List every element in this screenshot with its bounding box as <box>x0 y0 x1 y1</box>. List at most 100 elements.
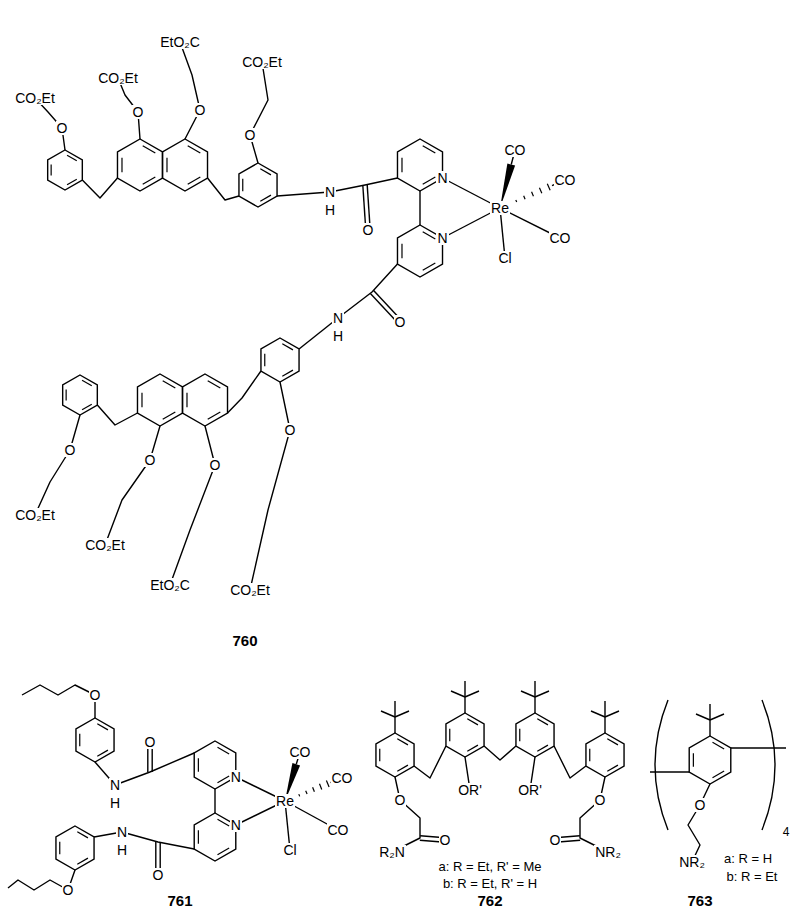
ring <box>76 718 114 762</box>
bond <box>535 691 549 697</box>
bond <box>217 776 229 783</box>
bond <box>712 742 724 749</box>
bond <box>82 404 92 410</box>
bond <box>580 777 608 852</box>
atom-label: CO₂Et <box>229 583 271 597</box>
compound-number: 760 <box>231 633 258 648</box>
ring <box>689 736 731 784</box>
atom-label: Cl <box>282 843 297 857</box>
atom-label: CO₂Et <box>14 508 56 522</box>
bond <box>589 749 590 761</box>
atom-label: O <box>244 128 257 142</box>
bond <box>451 691 465 697</box>
bond <box>198 830 199 843</box>
atom-label: O <box>132 105 145 119</box>
bond <box>186 393 187 408</box>
substituent-note: b: R = Et, R' = H <box>442 877 538 890</box>
bond <box>260 195 271 201</box>
bond <box>82 178 117 198</box>
atom-label: CO <box>554 173 577 187</box>
atom-label: O <box>284 423 297 437</box>
ring <box>56 826 94 870</box>
bond <box>423 177 436 184</box>
bond <box>693 753 694 766</box>
bond <box>381 711 395 717</box>
hash-bond <box>532 192 534 196</box>
hash-bond <box>539 188 541 194</box>
atom-label: NR₂ <box>594 845 622 859</box>
ring <box>182 374 227 426</box>
ring <box>586 733 624 777</box>
bond <box>208 381 221 388</box>
substituent-note: a: R = H <box>723 852 773 865</box>
ring <box>137 374 182 426</box>
hash-bond <box>326 780 329 787</box>
bond <box>264 354 265 366</box>
bond <box>163 381 176 388</box>
bond <box>79 734 80 746</box>
atom-label: CO₂Et <box>97 71 139 85</box>
bond <box>35 415 80 515</box>
bond <box>379 749 380 761</box>
ring <box>162 139 207 191</box>
bond <box>97 724 108 730</box>
atom-label: Cl <box>497 251 512 265</box>
bond <box>228 371 261 413</box>
atom-label: N <box>116 825 128 839</box>
bond <box>188 177 201 184</box>
bond <box>401 158 402 173</box>
hash-bond <box>320 784 322 790</box>
atom-label: R₂N <box>378 845 406 859</box>
atom-label: O <box>362 223 375 237</box>
atom-label: O <box>694 798 707 812</box>
atom-label: H <box>332 329 344 343</box>
bracket <box>655 700 668 830</box>
bond <box>250 382 290 590</box>
bond <box>163 412 176 419</box>
bond <box>554 746 586 778</box>
bond <box>260 169 271 175</box>
atom-label: O <box>549 833 562 847</box>
atom-label: O <box>144 735 157 749</box>
compound-number: 762 <box>476 893 503 908</box>
bond <box>395 711 409 717</box>
bond <box>464 697 465 713</box>
atom-label: NR₂ <box>678 855 706 869</box>
bond <box>710 714 724 720</box>
bond <box>414 746 446 778</box>
bond <box>423 146 436 153</box>
atom-label: N <box>230 770 242 784</box>
atom-label: O <box>56 121 69 135</box>
bond <box>217 848 229 855</box>
bond <box>392 777 420 852</box>
atom-label: N <box>436 231 448 245</box>
bond <box>338 264 397 318</box>
atom-label: H <box>116 843 128 857</box>
atom-label: O <box>394 315 407 329</box>
atom-label: CO <box>549 231 572 245</box>
bond <box>217 747 229 754</box>
bond <box>77 832 88 838</box>
atom-label: O <box>62 883 75 897</box>
atom-label: O <box>152 868 165 882</box>
bond <box>208 178 239 200</box>
substituent-note: a: R = Et, R' = Me <box>438 860 543 873</box>
atom-label: CO <box>327 823 350 837</box>
atom-label: O <box>439 833 452 847</box>
bond <box>521 691 535 697</box>
bond <box>423 263 436 270</box>
bond <box>394 701 395 717</box>
hash-bond <box>515 200 517 202</box>
compound-number: 761 <box>166 893 193 908</box>
atom-label: CO₂Et <box>14 91 56 105</box>
bond <box>122 832 194 849</box>
bond <box>282 370 293 376</box>
bond <box>591 711 605 717</box>
atom-label: Re <box>275 794 295 808</box>
bond <box>607 739 618 745</box>
bond <box>170 426 215 585</box>
ring <box>446 713 484 757</box>
substituent-note: b: R = Et <box>726 870 779 883</box>
